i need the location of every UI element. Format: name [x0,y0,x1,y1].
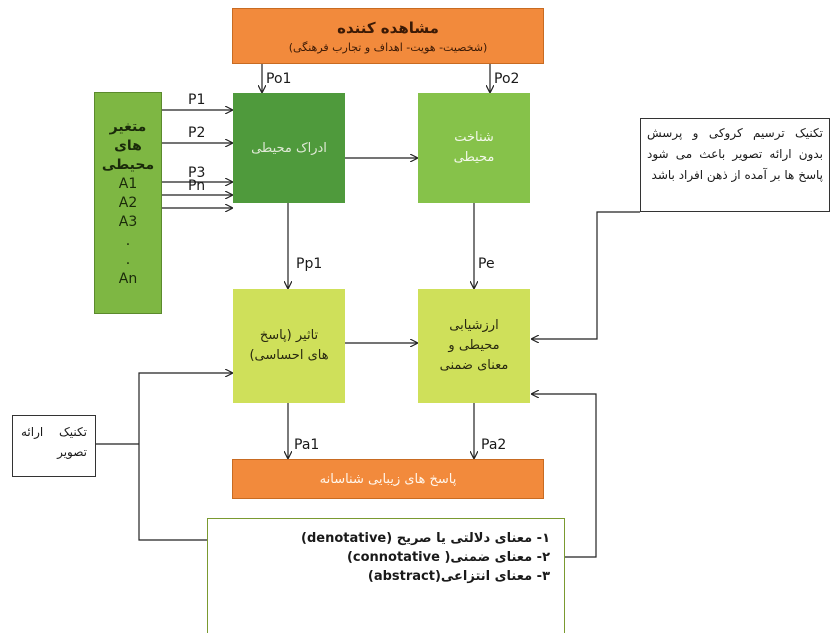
technique-left-box: تکنیک ارائه تصویر [12,415,96,477]
observer-subtitle: (شخصیت- هویت- اهداف و تجارب فرهنگی) [288,40,488,54]
technique-right-box: تکنیک ترسیم کروکی و پرسش بدون ارائه تصوی… [640,118,830,212]
env-variables-box: متغیر های محیطی A1 A2 A3 . . An [94,92,162,314]
affect-label-1: تاثیر (پاسخ [259,328,319,343]
meaning-abstract: ۳- معنای انتزاعی(abstract) [367,569,550,584]
label-pn: Pn [188,178,206,194]
env-var-item: A1 [118,175,138,192]
aesthetic-label: پاسخ های زیبایی شناسانه [319,471,457,487]
loop-denotative [138,373,232,541]
observer-title: مشاهده کننده [337,18,439,37]
evaluation-label-2: محیطی و [448,338,500,353]
technique-left-line-1: تکنیک ارائه [21,425,87,439]
label-po1: Po1 [266,71,292,87]
arrow-technique-right [532,211,640,339]
label-pp1: Pp1 [296,256,323,272]
technique-right-text: تکنیک ترسیم کروکی و پرسش بدون ارائه تصوی… [647,126,823,182]
perception-label: ادراک محیطی [251,140,327,156]
observer-box: مشاهده کننده (شخصیت- هویت- اهداف و تجارب… [232,8,544,64]
loop-connotative [532,394,597,558]
cognition-label-2: محیطی [453,150,495,165]
label-po2: Po2 [494,71,520,87]
label-pa2: Pa2 [481,437,507,453]
evaluation-label-1: ارزشیابی [449,318,499,333]
env-var-item: A2 [118,194,138,211]
label-pa1: Pa1 [294,437,320,453]
label-pe: Pe [478,256,495,272]
perception-box: ادراک محیطی [233,93,345,203]
label-p1: P1 [188,92,206,108]
env-var-item: . [125,251,131,268]
env-variables-title-1: متغیر های [109,118,147,154]
affect-box: تاثیر (پاسخ های احساسی) [233,289,345,403]
affect-label-2: های احساسی) [249,348,329,363]
evaluation-label-3: معنای ضمنی [439,358,509,373]
evaluation-box: ارزشیابی محیطی و معنای ضمنی [418,289,530,403]
env-var-item: An [118,270,138,287]
meaning-connotative: ۲- معنای ضمنی( connotative) [346,550,550,565]
meaning-denotative: ۱- معنای دلالتی یا صریح (denotative) [301,531,550,546]
env-var-item: . [125,232,131,249]
cognition-box: شناخت محیطی [418,93,530,203]
technique-left-line-2: تصویر [57,445,87,459]
cognition-label-1: شناخت [454,130,494,145]
label-p2: P2 [188,125,206,141]
meanings-box: ۱- معنای دلالتی یا صریح (denotative) ۲- … [207,518,565,633]
env-var-item: A3 [118,213,138,230]
aesthetic-responses-box: پاسخ های زیبایی شناسانه [232,459,544,499]
label-p3: P3 [188,165,206,181]
env-variables-title-2: محیطی [101,156,155,173]
